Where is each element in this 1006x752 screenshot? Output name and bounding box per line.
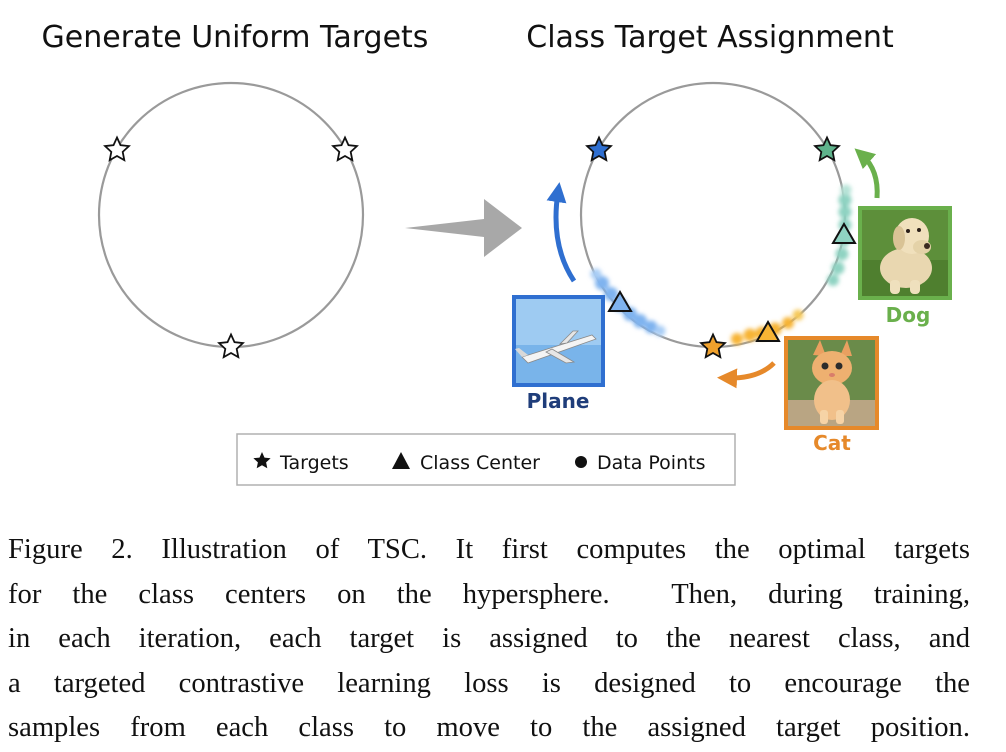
cat-label: Cat: [813, 431, 851, 455]
cat-movement-arrow: [717, 361, 776, 389]
cat-image: [784, 336, 879, 430]
star-icon: [331, 135, 359, 162]
dog-icon: [880, 218, 932, 294]
dog-movement-arrow: [854, 148, 880, 199]
legend: Targets Class Center Data Points: [236, 433, 736, 486]
legend-class-center-label: Class Center: [420, 452, 540, 474]
cat-icon: [812, 340, 852, 424]
left-targets: [103, 135, 359, 359]
triangle-icon-plane-center: [607, 290, 633, 312]
caption-line: for the class centers on the hypersphere…: [8, 578, 970, 610]
legend-targets-label: Targets: [279, 452, 349, 474]
left-panel-title: Generate Uniform Targets: [42, 20, 429, 55]
transition-arrow: [405, 199, 522, 257]
plane-image: [512, 295, 605, 387]
star-icon-plane-target: [585, 135, 613, 162]
star-icon-dog-target: [813, 135, 841, 162]
caption-line: Figure 2. Illustration of TSC. It first …: [8, 534, 970, 565]
caption-line: in each iteration, each target is assign…: [8, 623, 970, 654]
triangle-icon-dog-center: [831, 222, 857, 244]
star-icon-cat-target: [699, 332, 727, 359]
plane-label: Plane: [527, 389, 590, 413]
left-hypersphere: [97, 81, 365, 349]
triangle-icon-cat-center: [755, 320, 781, 342]
dot-icon: [575, 456, 587, 468]
triangle-icon: [392, 452, 410, 469]
star-icon: [103, 135, 131, 162]
caption-line: samples from each class to move to the a…: [8, 712, 970, 743]
plane-movement-arrow: [546, 182, 577, 283]
right-panel-title: Class Target Assignment: [526, 20, 894, 55]
figure-illustration: Generate Uniform Targets Class Target As…: [42, 20, 952, 486]
dog-label: Dog: [886, 303, 931, 327]
airplane-icon: [515, 330, 597, 364]
caption-line: a targeted contrastive learning loss is …: [8, 667, 970, 699]
figure-caption: Figure 2. Illustration of TSC. It first …: [8, 528, 970, 751]
star-icon: [253, 452, 271, 469]
dog-image: [858, 206, 952, 300]
star-icon: [217, 332, 245, 359]
legend-data-points-label: Data Points: [597, 452, 705, 474]
